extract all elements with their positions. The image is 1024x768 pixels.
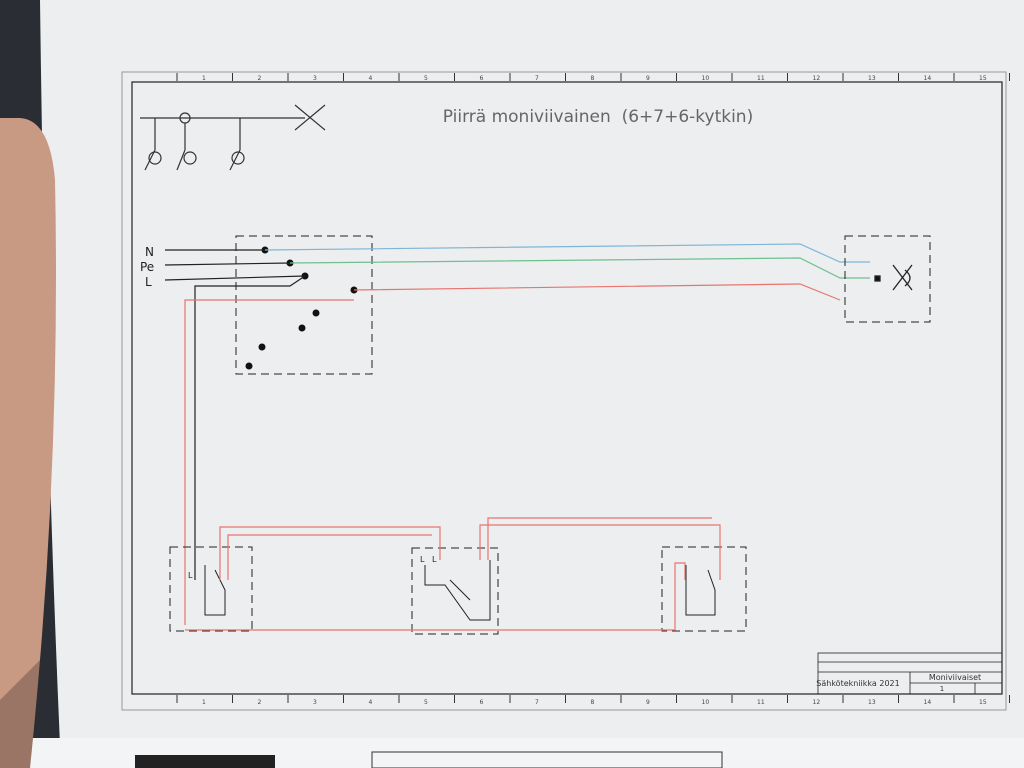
switch-box-2: L L — [411, 547, 499, 635]
lamp-box — [844, 235, 931, 323]
drawing-frame — [121, 71, 1007, 711]
ruler-label: 13 — [868, 75, 876, 82]
drawing-title: Piirrä moniviivainen (6+7+6-kytkin) — [443, 107, 753, 127]
finger-shadow — [0, 660, 40, 768]
title-block-drawing-name: Moniviivaiset — [929, 673, 981, 682]
ruler-label: 4 — [369, 75, 373, 82]
ruler-label: 4 — [369, 699, 373, 706]
earth-wire — [289, 257, 870, 279]
ruler-top: 12345678910111213141516 — [176, 73, 1010, 82]
ruler-label: 14 — [924, 75, 932, 82]
ruler-bottom: 12345678910111213141516 — [176, 695, 1010, 706]
svg-text:L: L — [420, 555, 425, 564]
ruler-label: 10 — [702, 75, 710, 82]
ruler-label: 3 — [313, 75, 317, 82]
ruler-label: 11 — [757, 699, 765, 706]
ruler-label: 2 — [258, 75, 262, 82]
title-block-sheet: 1 — [940, 685, 944, 693]
ruler-label: 12 — [813, 75, 821, 82]
switch-box-1: L — [169, 546, 253, 632]
lamp-icon — [874, 264, 913, 291]
traveller-wires — [185, 517, 721, 631]
form-box — [371, 751, 723, 768]
thumb — [0, 0, 56, 700]
ruler-label: 1 — [202, 75, 206, 82]
drawing-border — [131, 81, 1003, 695]
ruler-label: 10 — [702, 699, 710, 706]
ruler-label: 15 — [979, 75, 987, 82]
ruler-label: 6 — [480, 75, 484, 82]
svg-text:L: L — [432, 555, 437, 564]
ruler-label: 9 — [646, 699, 650, 706]
neutral-wire — [264, 243, 870, 263]
ruler-label: 6 — [480, 699, 484, 706]
ruler-label: 12 — [813, 699, 821, 706]
label-pe: Pe — [140, 260, 154, 274]
ruler-label: 5 — [424, 699, 428, 706]
ruler-label: 8 — [591, 75, 595, 82]
ruler-label: 7 — [535, 699, 539, 706]
title-block — [817, 652, 1003, 695]
ruler-label: 8 — [591, 699, 595, 706]
ruler-label: 3 — [313, 699, 317, 706]
symbol-legend — [140, 104, 326, 171]
ruler-label: 13 — [868, 699, 876, 706]
svg-text:L: L — [188, 571, 193, 580]
label-l: L — [145, 275, 152, 289]
ruler-label: 2 — [258, 699, 262, 706]
label-n: N — [145, 245, 154, 259]
ruler-label: 11 — [757, 75, 765, 82]
ruler-label: 1 — [202, 699, 206, 706]
title-block-organization: Sähkötekniikka 2021 — [816, 679, 899, 688]
switch-box-3 — [661, 546, 747, 632]
terminals — [245, 246, 358, 370]
ruler-label: 9 — [646, 75, 650, 82]
ruler-label: 15 — [979, 699, 987, 706]
ruler-label: 7 — [535, 75, 539, 82]
ruler-label: 14 — [924, 699, 932, 706]
qr-code-fragment — [135, 755, 275, 768]
junction-box — [235, 235, 373, 375]
phase-wire — [184, 283, 841, 625]
paper-sheet — [40, 0, 1024, 745]
ruler-label: 5 — [424, 75, 428, 82]
